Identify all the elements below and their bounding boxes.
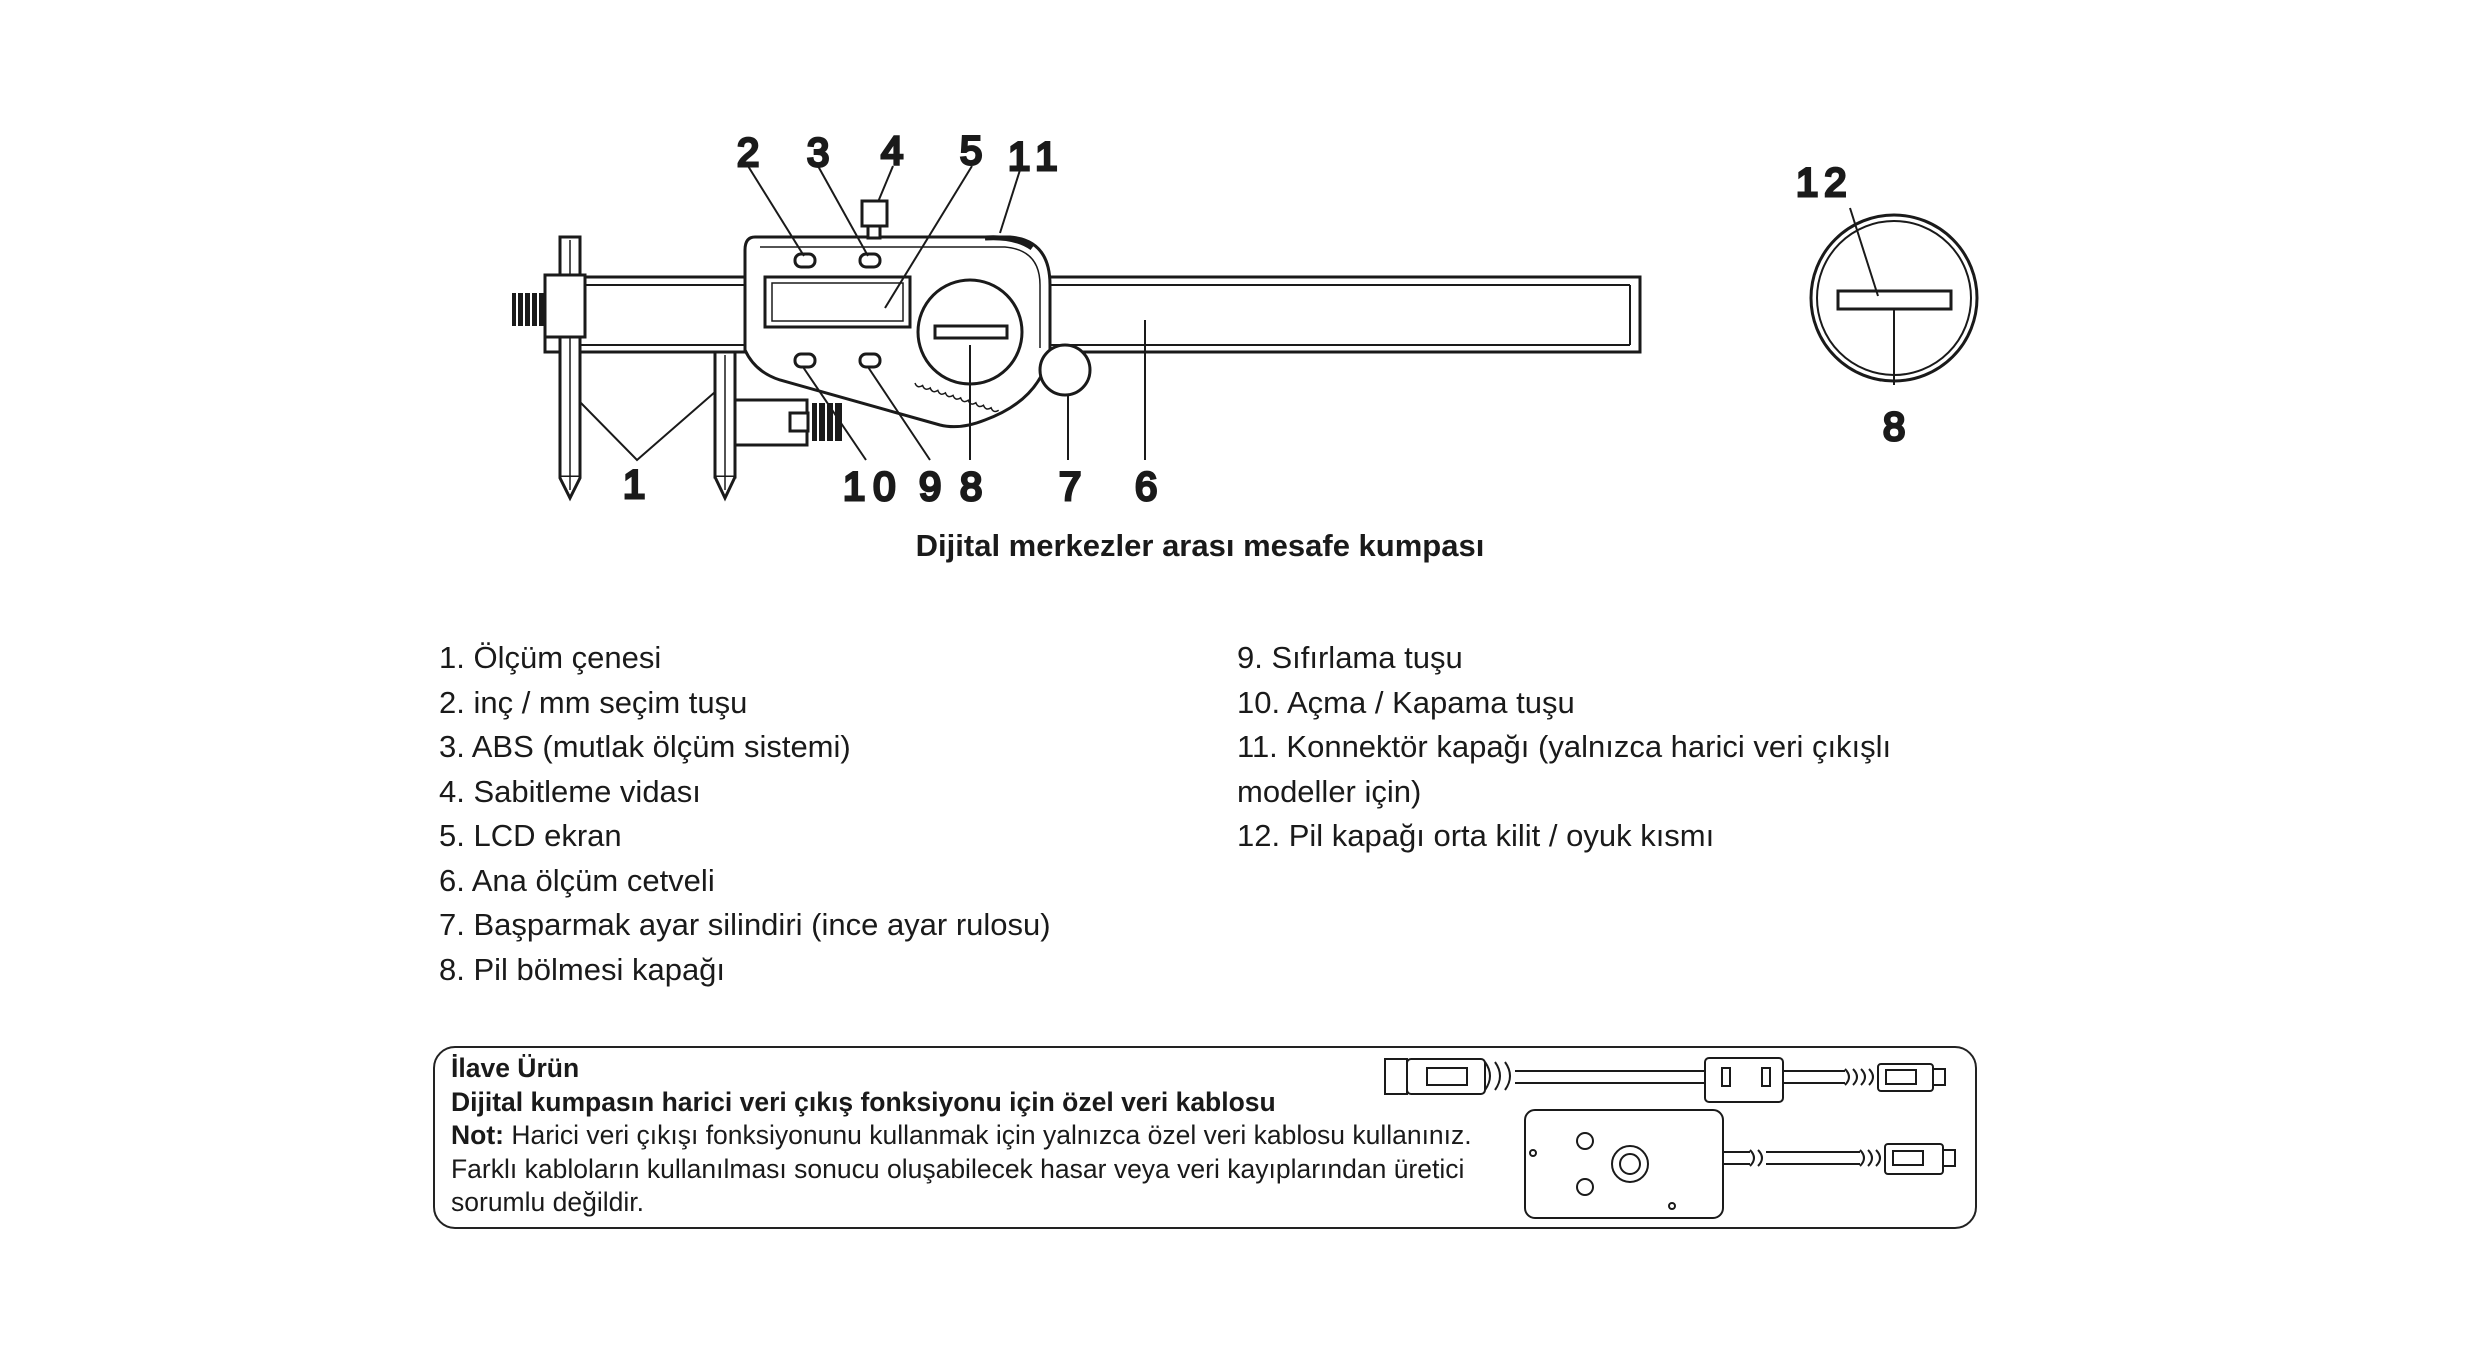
main-scale [543,275,1642,354]
legend-item: modeller için) [1237,773,1422,809]
legend-item: 1. Ölçüm çenesi [439,640,662,675]
callout-7: 7 [1059,465,1081,509]
callout-3: 3 [807,131,829,175]
callout-5: 5 [960,129,982,173]
accessory-box: İlave Ürün Dijital kumpasın harici veri … [433,1046,1977,1229]
zero-button [858,352,882,369]
inch-mm-button [793,252,817,269]
callout-11: 11 [1008,135,1066,179]
legend-right: 9. Sıfırlama tuşu 10. Açma / Kapama tuşu… [1237,636,1891,859]
locking-screw [860,199,889,240]
legend-item: 10. Açma / Kapama tuşu [1237,684,1575,720]
callout-10: 10 [843,465,904,509]
measuring-jaw-right [713,350,842,502]
battery-cover [916,278,1024,386]
legend-item: 11. Konnektör kapağı (yalnızca harici ve… [1237,729,1892,764]
accessory-text: İlave Ürün Dijital kumpasın harici veri … [451,1052,1472,1220]
legend-item: 2. inç / mm seçim tuşu [439,684,748,720]
callout-6: 6 [1135,465,1157,509]
callout-4: 4 [881,129,903,173]
legend-left: 1. Ölçüm çenesi 2. inç / mm seçim tuşu 3… [439,636,1051,992]
thumb-roller [1038,343,1092,397]
measuring-jaw-left [512,235,587,502]
legend-item: 12. Pil kapağı orta kilit / oyuk kısmı [1237,818,1715,853]
legend-item: 4. Sabitleme vidası [439,773,701,809]
callout-8-detail: 8 [1883,405,1905,449]
callout-9: 9 [919,465,941,509]
accessory-note: Not: Harici veri çıkışı fonksiyonunu kul… [451,1119,1472,1153]
note-line-2: Farklı kabloların kullanılması sonucu ol… [451,1153,1465,1184]
data-interface-box [1524,1109,1956,1219]
legend-item: 8. Pil bölmesi kapağı [439,951,726,987]
power-button [793,352,817,369]
callout-1: 1 [623,463,645,507]
battery-cover-detail [1809,207,1979,385]
connector-cover [984,235,1034,251]
accessory-heading: İlave Ürün [451,1053,580,1083]
note-line-1: Harici veri çıkışı fonksiyonunu kullanma… [503,1120,1472,1150]
legend-item: 6. Ana ölçüm cetveli [439,862,715,898]
accessory-subheading: Dijital kumpasın harici veri çıkış fonks… [451,1086,1276,1117]
note-label: Not: [451,1120,504,1150]
callout-2: 2 [737,131,759,175]
diagram-caption: Dijital merkezler arası mesafe kumpası [915,528,1485,563]
abs-button [858,252,882,269]
callout-8: 8 [960,465,982,509]
legend-item: 5. LCD ekran [439,818,622,853]
usb-cable-top [1384,1057,1946,1103]
legend-item: 3. ABS (mutlak ölçüm sistemi) [439,729,851,764]
legend-item: 9. Sıfırlama tuşu [1237,640,1463,675]
callout-12: 12 [1796,161,1853,205]
note-line-3: sorumlu değildir. [451,1187,644,1217]
legend-item: 7. Başparmak ayar silindiri (ince ayar r… [439,907,1051,942]
